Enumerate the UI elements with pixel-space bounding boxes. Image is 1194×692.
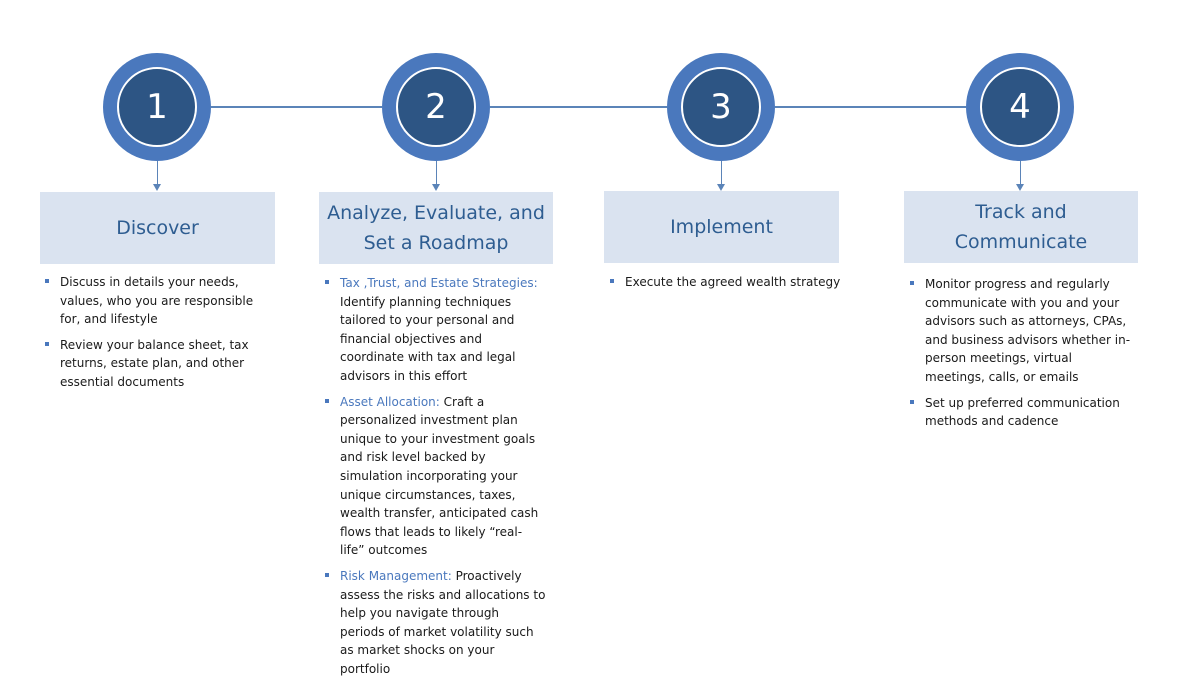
bullet-square-icon: [910, 399, 914, 404]
list-item: Review your balance sheet, tax returns, …: [44, 336, 276, 392]
connector-3-4: [775, 106, 966, 108]
step-4-title: Track and Communicate: [954, 201, 1088, 253]
step-2-arrow-head: [432, 184, 440, 191]
bullet-square-icon: [325, 572, 329, 577]
list-item: Risk Management: Proactively assess the …: [324, 567, 546, 679]
step-4-circle: 4: [966, 53, 1074, 161]
bullet-square-icon: [325, 398, 329, 403]
step-4-bullet-list: Monitor progress and regularly communica…: [909, 275, 1131, 438]
bullet-square-icon: [45, 341, 49, 346]
bullet-square-icon: [325, 280, 329, 284]
step-3-arrow-head: [717, 184, 725, 191]
connector-1-2: [211, 106, 382, 108]
step-3-title: Implement: [670, 216, 773, 238]
step-1-title: Discover: [116, 217, 199, 239]
step-4-arrow-line: [1020, 161, 1021, 185]
step-3-number: 3: [681, 67, 761, 147]
step-2-number: 2: [396, 67, 476, 147]
step-3-arrow-line: [721, 161, 722, 185]
step-2-title: Analyze, Evaluate, and Set a Roadmap: [327, 202, 545, 254]
step-1-bullet-list: Discuss in details your needs, values, w…: [44, 273, 276, 399]
list-item: Tax ,Trust, and Estate Strategies: Ident…: [324, 274, 546, 386]
step-2-bullet-list: Tax ,Trust, and Estate Strategies: Ident…: [324, 274, 546, 685]
step-1-arrow-line: [157, 161, 158, 185]
step-1-arrow-head: [153, 184, 161, 191]
list-item: Execute the agreed wealth strategy: [609, 273, 841, 292]
bullet-square-icon: [45, 279, 49, 283]
step-1-circle: 1: [103, 53, 211, 161]
step-3-bullet-list: Execute the agreed wealth strategy: [609, 273, 841, 299]
step-3-circle: 3: [667, 53, 775, 161]
connector-2-3: [490, 106, 667, 108]
step-2-arrow-line: [436, 161, 437, 185]
step-2-circle: 2: [382, 53, 490, 161]
bullet-square-icon: [610, 279, 614, 283]
list-item: Asset Allocation: Craft a personalized i…: [324, 393, 546, 560]
step-4-title-box: Track and Communicate: [904, 191, 1138, 263]
list-item: Monitor progress and regularly communica…: [909, 275, 1131, 387]
step-4-arrow-head: [1016, 184, 1024, 191]
list-item: Discuss in details your needs, values, w…: [44, 273, 276, 329]
list-item: Set up preferred communication methods a…: [909, 394, 1131, 431]
step-1-number: 1: [117, 67, 197, 147]
step-1-title-box: Discover: [40, 192, 275, 264]
step-4-number: 4: [980, 67, 1060, 147]
bullet-square-icon: [910, 281, 914, 285]
step-3-title-box: Implement: [604, 191, 839, 263]
step-2-title-box: Analyze, Evaluate, and Set a Roadmap: [319, 192, 553, 264]
